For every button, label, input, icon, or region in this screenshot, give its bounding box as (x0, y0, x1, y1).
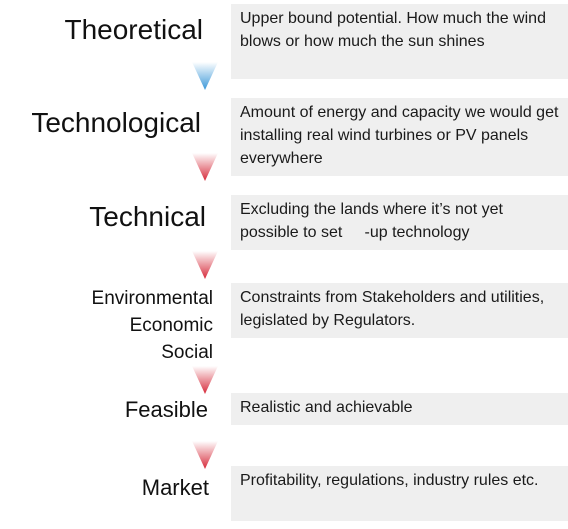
step-description-text: Realistic and achievable (240, 399, 413, 416)
chevron-down-icon (192, 153, 218, 181)
step-description-text: Amount of energy and capacity we would g… (240, 104, 563, 167)
step-label-market: Market (141, 475, 209, 500)
step-label-technical: Technical (89, 201, 206, 232)
step-description-technological: Amount of energy and capacity we would g… (231, 98, 568, 176)
step-description-text: Upper bound potential. How much the wind… (240, 10, 551, 50)
step-description-theoretical: Upper bound potential. How much the wind… (231, 4, 568, 79)
chevron-down-icon (192, 366, 218, 394)
step-description-text: Constraints from Stakeholders and utilit… (240, 289, 549, 329)
step-label-technological: Technological (31, 107, 201, 138)
step-description-market: Profitability, regulations, industry rul… (231, 466, 568, 521)
step-description-feasible: Realistic and achievable (231, 393, 568, 425)
step-description-technical: Excluding the lands where it’s not yet p… (231, 195, 568, 250)
step-description-environmental-economic-social: Constraints from Stakeholders and utilit… (231, 283, 568, 338)
chevron-down-icon (192, 441, 218, 469)
step-description-text: Excluding the lands where it’s not yet p… (240, 201, 508, 241)
step-label-feasible: Feasible (124, 397, 208, 422)
step-label-theoretical: Theoretical (64, 14, 203, 45)
step-label-line-environmental: Environmental (91, 288, 213, 309)
step-label-line-social: Social (161, 342, 213, 363)
step-description-text: Profitability, regulations, industry rul… (240, 472, 539, 489)
step-label-environmental-economic-social: Environmental Economic Social (92, 285, 213, 366)
chevron-down-icon (192, 251, 218, 279)
step-label-line-economic: Economic (129, 315, 213, 336)
chevron-down-icon (192, 62, 218, 90)
